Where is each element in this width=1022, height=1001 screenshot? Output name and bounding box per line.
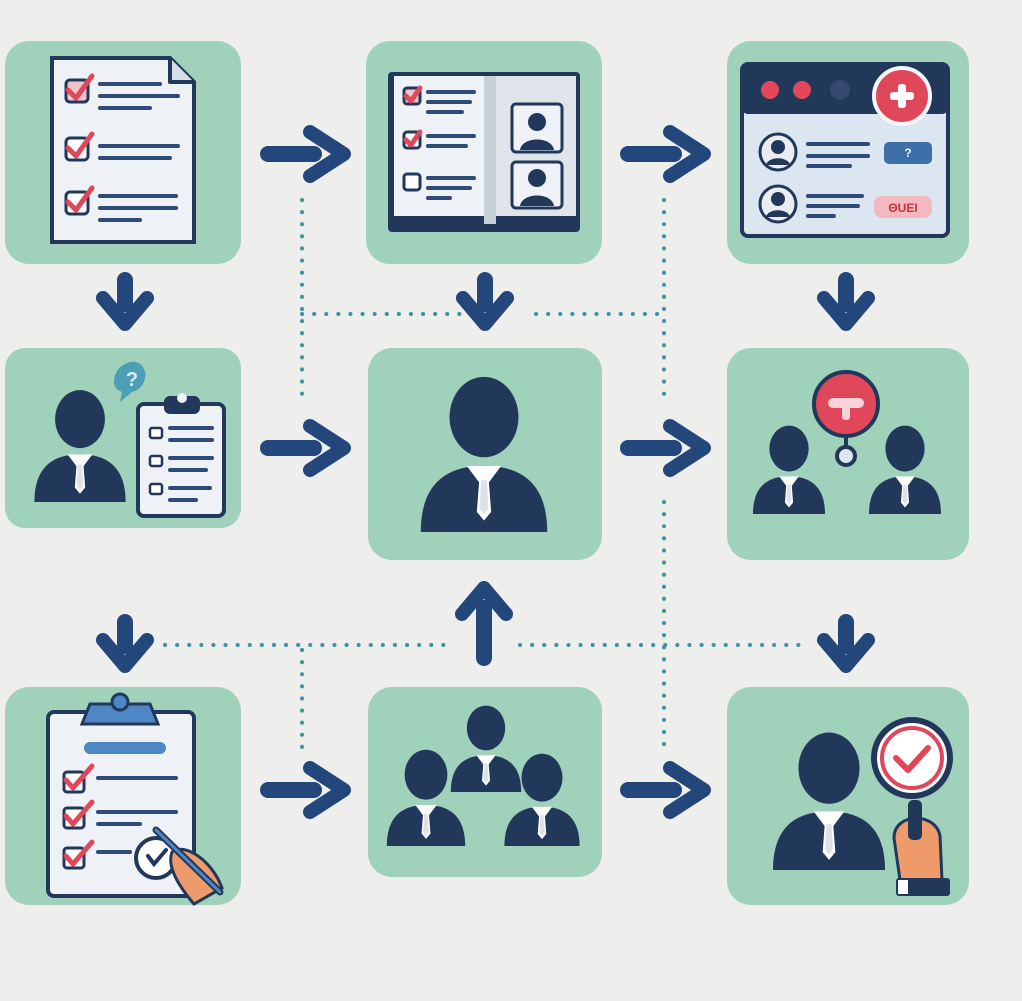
arrow-up-icon [462, 588, 506, 666]
arrow-right-icon [260, 132, 344, 176]
arrow-right-icon [260, 426, 344, 470]
status-badge-label: ? [904, 146, 911, 160]
arrow-down-icon [103, 614, 147, 666]
app-window-icon: ? ΘUEI [740, 62, 950, 238]
arrow-right-icon [620, 768, 704, 812]
arrow-down-icon [824, 614, 868, 666]
question-mark: ? [126, 369, 138, 391]
arrow-down-icon [463, 272, 507, 324]
person-clipboard-icon: ? [34, 361, 226, 518]
question-bubble-icon: ? [114, 361, 146, 402]
discussion-icon [753, 370, 941, 514]
profile-book-icon [388, 72, 580, 232]
clipboard-sign-icon [46, 692, 224, 906]
arrow-down-icon [824, 272, 868, 324]
arrow-right-icon [620, 132, 704, 176]
approval-magnifier-icon [773, 717, 953, 896]
dotted-connectors [163, 198, 802, 757]
status-badge-icon: ? [884, 142, 932, 164]
status-badge-label: ΘUEI [888, 201, 917, 215]
arrow-right-icon [260, 768, 344, 812]
status-badge-icon: ΘUEI [874, 196, 932, 218]
arrow-right-icon [620, 426, 704, 470]
arrow-down-icon [103, 272, 147, 324]
checklist-document-icon [50, 56, 196, 244]
